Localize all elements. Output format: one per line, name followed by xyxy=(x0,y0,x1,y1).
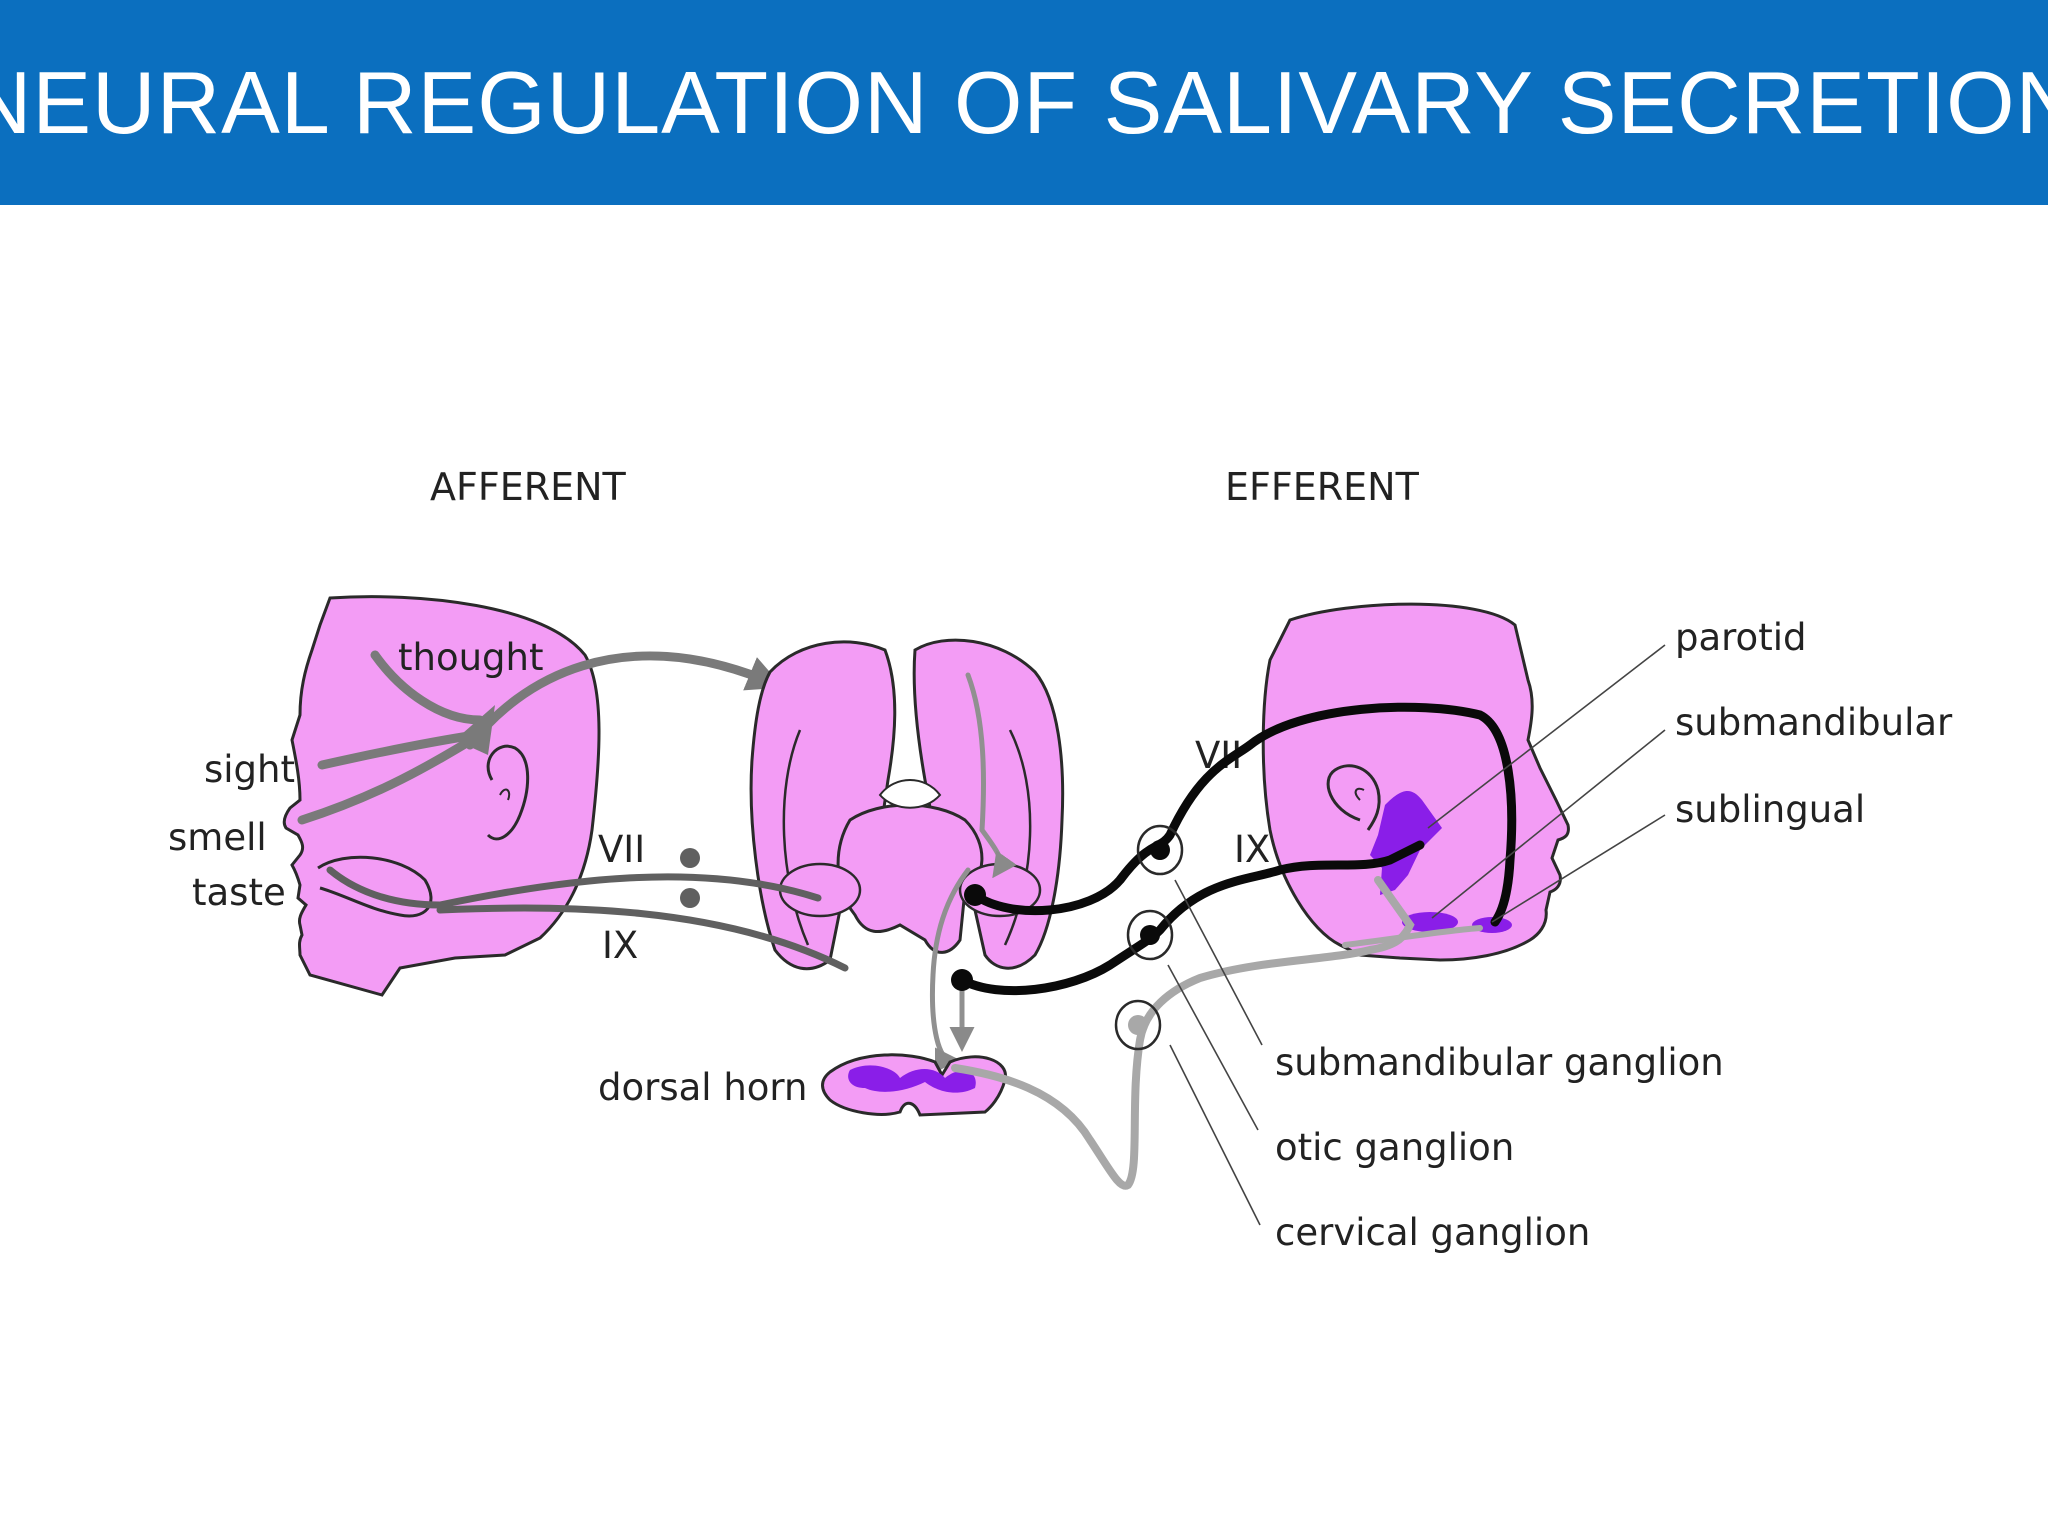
vii-node xyxy=(680,848,700,868)
leader-submandibular-ganglion xyxy=(1174,879,1263,1046)
submandibular-ganglion-node xyxy=(1150,840,1170,860)
leader-cervical-ganglion xyxy=(1169,1044,1261,1226)
afferent-nerve-ix xyxy=(436,904,849,972)
thought-path xyxy=(370,650,485,725)
right-head-outline xyxy=(1261,602,1570,962)
label-sight: sight xyxy=(204,748,295,791)
efferent-head xyxy=(1261,602,1570,962)
label-parotid: parotid xyxy=(1675,616,1806,659)
label-otic-ganglion: otic ganglion xyxy=(1275,1126,1514,1169)
efferent-header: EFFERENT xyxy=(1225,465,1420,509)
label-smell: smell xyxy=(168,816,267,859)
label-afferent-ix: IX xyxy=(602,924,638,967)
descending-path-left xyxy=(929,867,971,1073)
dorsal-horn-gray-matter xyxy=(848,1065,976,1093)
label-afferent-vii: VII xyxy=(598,828,645,871)
sympathetic-branch xyxy=(1342,925,1483,948)
smell-path xyxy=(297,730,485,825)
right-ear-inner xyxy=(1354,787,1365,801)
leader-submandibular xyxy=(1431,729,1666,919)
label-taste: taste xyxy=(192,871,286,914)
label-submandibular-ganglion: submandibular ganglion xyxy=(1275,1041,1724,1084)
label-dorsal-horn: dorsal horn xyxy=(598,1066,807,1109)
left-inner-contour xyxy=(782,729,810,946)
efferent-ix-path xyxy=(957,840,1425,996)
label-thought: thought xyxy=(398,636,544,679)
label-cervical-ganglion: cervical ganglion xyxy=(1275,1211,1590,1254)
cervical-ganglion-circle xyxy=(1114,999,1162,1051)
cervical-ganglion-node xyxy=(1128,1015,1148,1035)
page-title: NEURAL REGULATION OF SALIVARY SECRETION xyxy=(0,52,2048,152)
right-ear xyxy=(1326,764,1381,831)
otic-ganglion-node xyxy=(1140,925,1160,945)
otic-ganglion-circle xyxy=(1126,909,1174,961)
right-inner-contour xyxy=(1003,729,1032,946)
leader-lines xyxy=(1167,644,1666,1226)
parotid-gland xyxy=(1370,790,1442,895)
descending-path-upper xyxy=(965,672,1017,879)
left-ear-inner xyxy=(499,788,511,801)
label-efferent-ix: IX xyxy=(1234,828,1270,871)
leader-sublingual xyxy=(1491,814,1666,923)
ventricle xyxy=(878,779,942,809)
left-ear xyxy=(486,744,530,841)
title-bar: NEURAL REGULATION OF SALIVARY SECRETION xyxy=(0,0,2048,205)
afferent-header: AFFERENT xyxy=(430,465,627,509)
efferent-sympathetic xyxy=(951,876,1483,1190)
afferent-nerves xyxy=(326,848,849,972)
brain xyxy=(749,638,1065,971)
sympathetic-path xyxy=(951,876,1415,1190)
label-submandibular: submandibular xyxy=(1675,701,1953,744)
ix-origin-node xyxy=(951,969,973,991)
label-sublingual: sublingual xyxy=(1675,788,1865,831)
spinal-cord-section xyxy=(821,1053,1007,1117)
submandibular-ganglion-circle xyxy=(1136,824,1184,876)
efferent-vii-path xyxy=(970,702,1517,927)
afferent-sensory-paths xyxy=(297,650,784,825)
leader-parotid xyxy=(1427,644,1666,829)
efferent-parasympathetic xyxy=(951,702,1517,996)
afferent-nerve-vii xyxy=(326,866,822,909)
submandibular-gland xyxy=(1402,912,1458,932)
leader-otic-ganglion xyxy=(1167,964,1259,1131)
vii-origin-node xyxy=(964,884,986,906)
ix-node xyxy=(680,888,700,908)
convergence-arrowhead xyxy=(455,705,495,755)
ganglia xyxy=(1114,824,1184,1051)
